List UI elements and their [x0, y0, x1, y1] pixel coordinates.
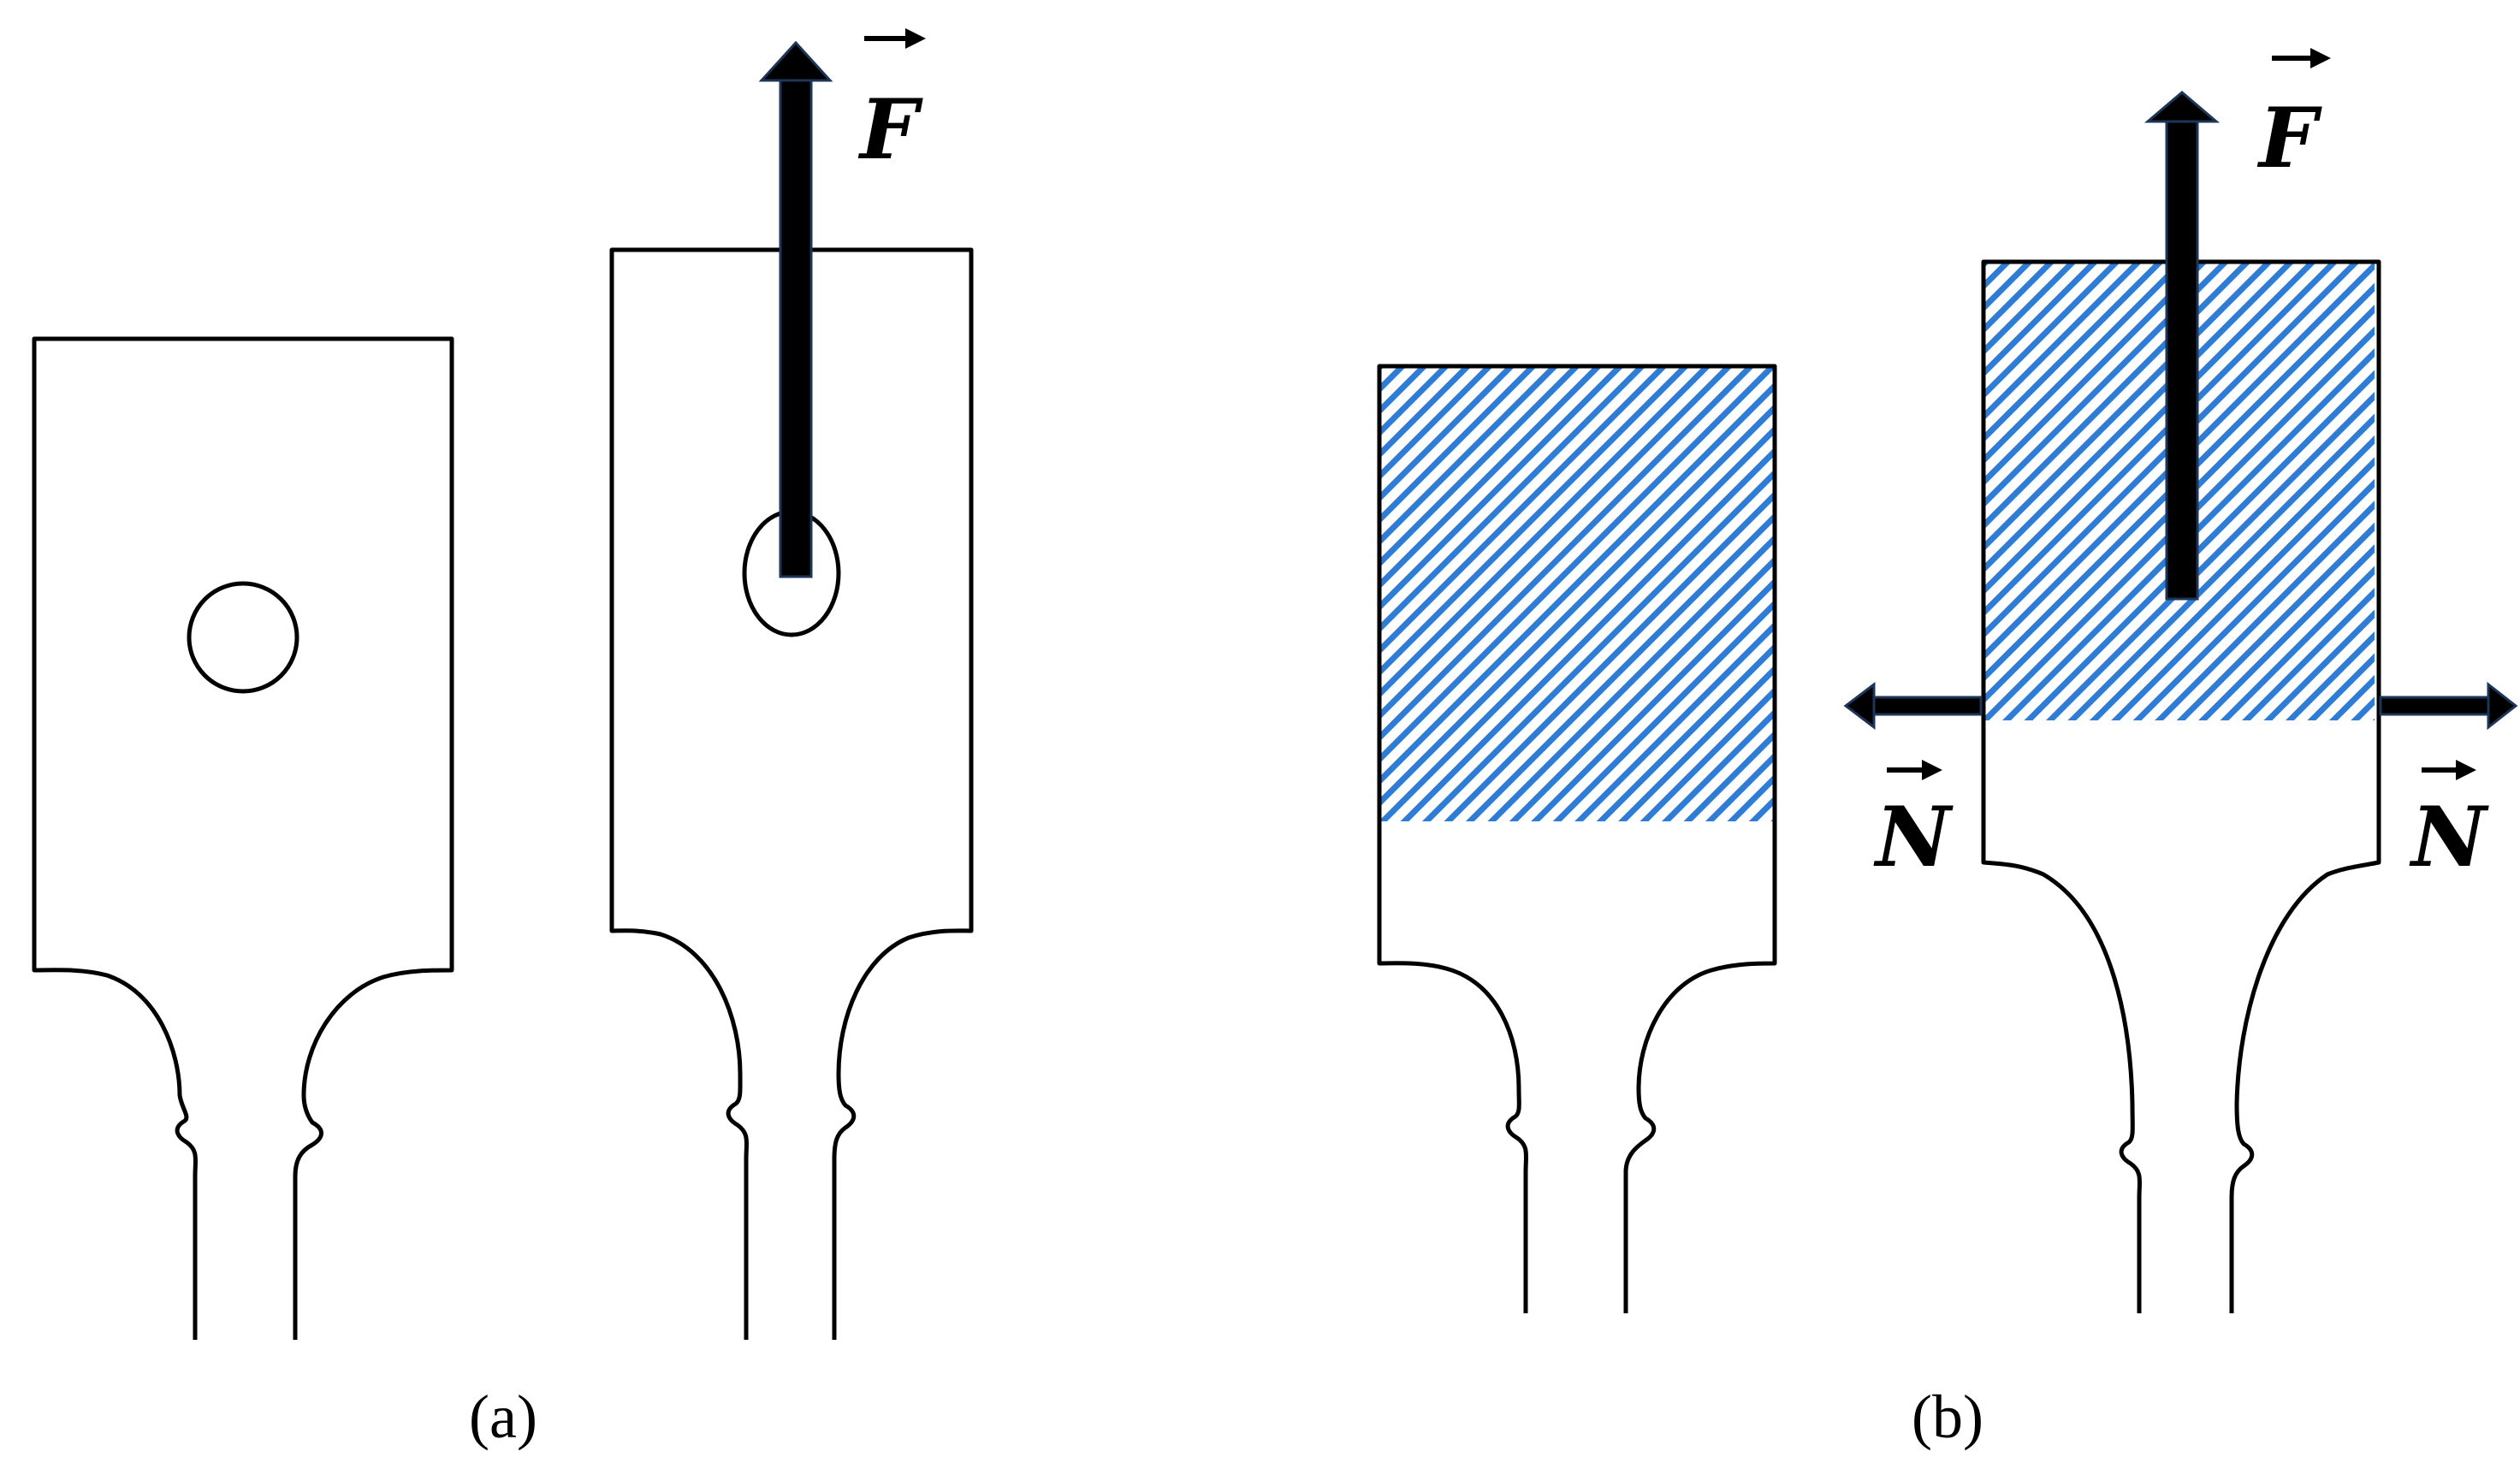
normal-label-right: N — [2409, 760, 2489, 886]
normal-label-left: N — [1873, 760, 1954, 886]
force-arrow-f-a — [758, 40, 833, 578]
circular-hole — [187, 581, 299, 694]
normal-symbol-left: N — [1873, 789, 1954, 886]
specimen-a1-undeformed — [32, 336, 454, 1340]
specimen-b1-unloaded — [1377, 364, 1777, 1313]
panel-b: F N N (b) — [1377, 48, 2518, 1451]
force-arrow-f-b — [2143, 91, 2221, 601]
force-label-a: F — [857, 28, 926, 178]
normal-symbol-right: N — [2409, 789, 2489, 886]
specimen-b2-loaded: F N N — [1843, 48, 2518, 1313]
specimen-a2-loaded: F — [609, 28, 974, 1340]
normal-force-arrow-right — [2379, 681, 2518, 731]
force-symbol-b: F — [2256, 90, 2322, 187]
panel-b-caption: (b) — [1912, 1383, 1983, 1451]
specimen-b1-outline — [1377, 364, 1777, 1313]
force-symbol-a: F — [857, 81, 923, 178]
panel-a: F (a) — [32, 28, 974, 1451]
force-label-b: F — [2256, 48, 2331, 187]
grip-region-hatch-b1 — [1381, 366, 1773, 821]
specimen-a2-outline — [609, 247, 974, 1340]
panel-a-caption: (a) — [469, 1383, 537, 1451]
specimen-b2-outline — [1981, 259, 2381, 1313]
normal-force-arrow-left — [1843, 681, 1983, 731]
specimen-a1-outline — [32, 336, 454, 1340]
